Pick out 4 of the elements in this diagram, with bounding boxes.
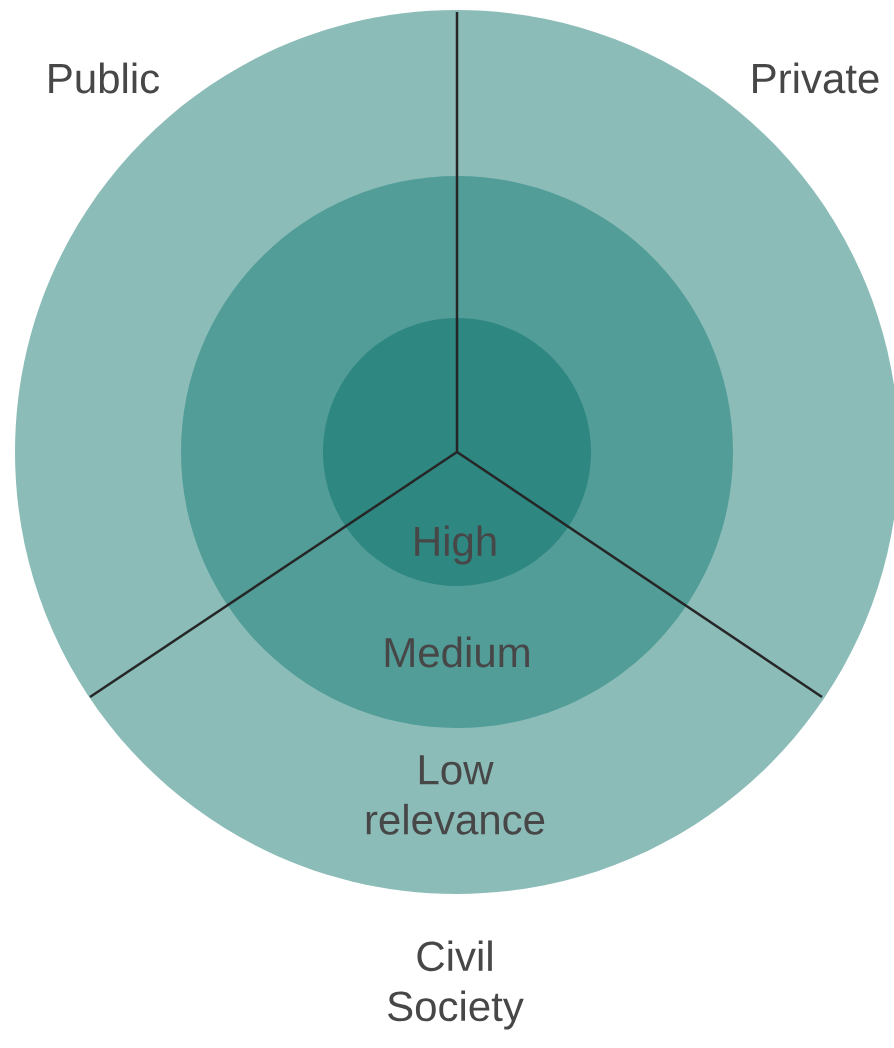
sector-label: Private: [753, 62, 879, 94]
sector-label: Civil Society: [388, 940, 524, 1030]
sector-label: Public: [49, 62, 160, 94]
ring-band: High: [323, 318, 591, 586]
